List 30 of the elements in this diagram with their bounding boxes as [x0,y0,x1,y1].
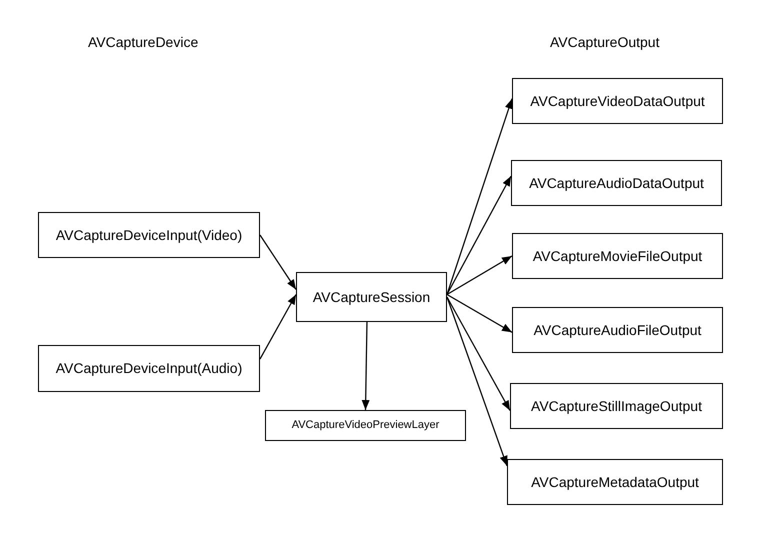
class-box [296,272,447,322]
class-box [511,160,722,206]
class-box [38,345,260,392]
arrow [446,176,512,295]
class-box [38,212,260,258]
class-box [512,78,723,124]
arrow [446,296,508,466]
column-heading: AVCaptureDevice [88,33,198,52]
arrow [362,322,370,410]
class-name: AVCaptureAudioDataOutput [529,174,704,193]
class-name: AVCaptureDeviceInput(Audio) [56,359,242,378]
class-box [265,410,466,441]
arrow [446,294,512,333]
class-name: AVCaptureMetadataOutput [531,472,699,492]
column-heading: AVCaptureOutput [550,33,660,52]
class-name: AVCaptureDeviceInput(Video) [56,226,242,245]
class-name: AVCaptureAudioFileOutput [534,320,702,340]
arrow [260,234,296,290]
class-name: AVCaptureMovieFileOutput [532,246,702,266]
class-name: AVCaptureVideoDataOutput [530,92,705,111]
class-box [512,307,723,353]
class-box [512,233,723,279]
arrow [446,255,512,296]
class-box [510,383,723,429]
class-box [507,459,723,505]
arrow [446,296,511,411]
class-name: AVCaptureSession [312,288,430,307]
arrow [259,294,297,360]
class-name: AVCaptureVideoPreviewLayer [292,418,440,434]
class-name: AVCaptureStillImageOutput [531,396,702,416]
